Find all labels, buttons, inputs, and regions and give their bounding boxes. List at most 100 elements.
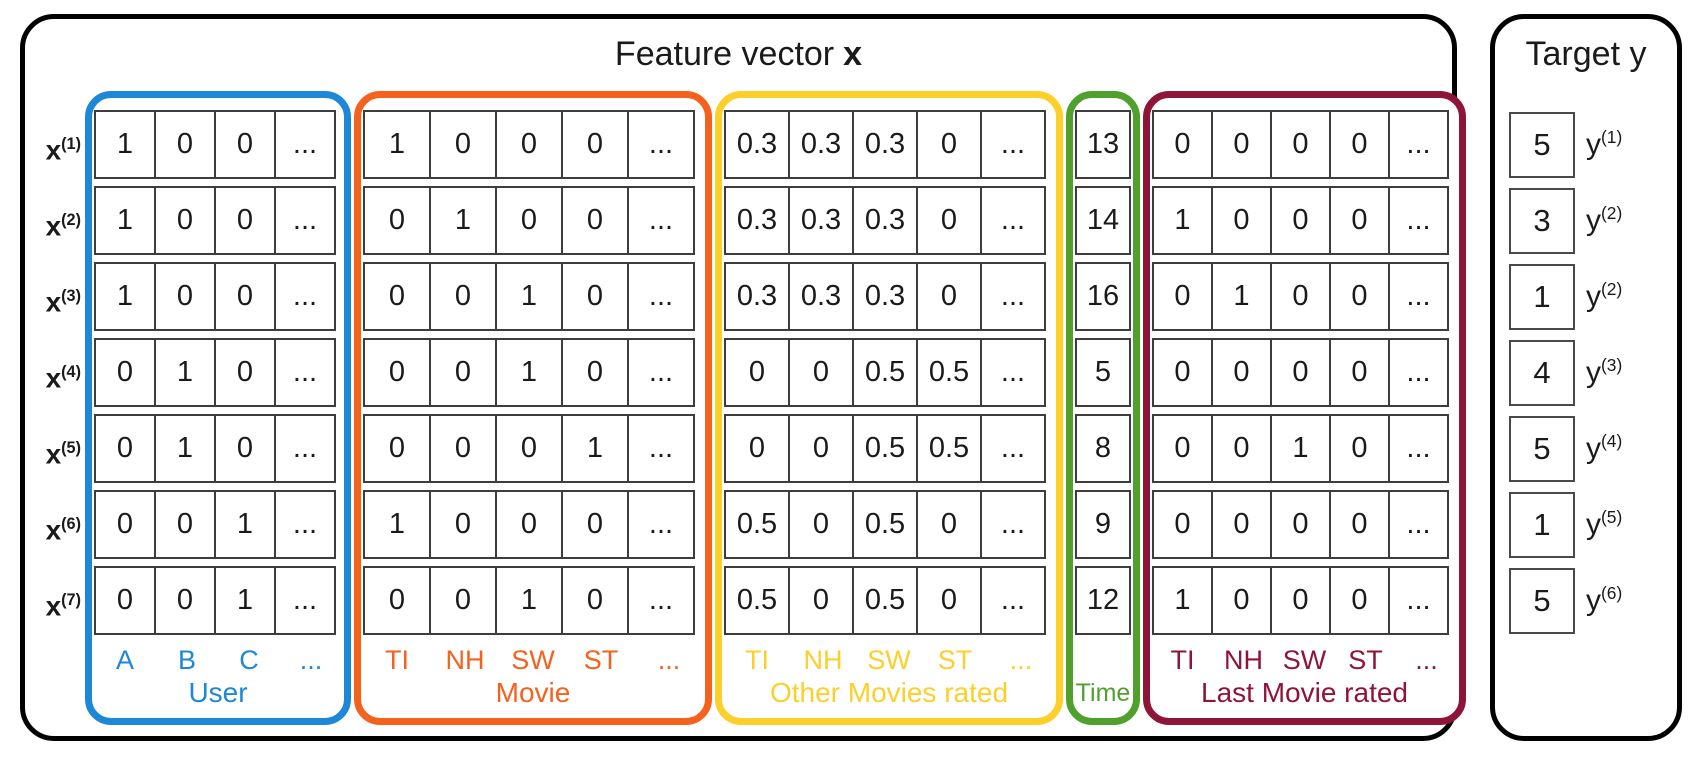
feature-cell: 0 [363,414,431,483]
feature-cell: 0 [154,262,216,331]
feature-cell: 0 [94,566,156,635]
column-label: NH [445,644,485,675]
target-value: 1 [1509,263,1575,330]
column-labels [1075,642,1131,678]
target-row: 1 y(2) [1509,262,1622,331]
group-name: Other Movies rated [769,677,1009,708]
feature-cell: ... [274,262,336,331]
feature-cell: 0 [1270,262,1331,331]
feature-cell: 0.3 [788,186,854,255]
feature-cell: 0 [1211,490,1272,559]
feature-cell: 0 [561,490,629,559]
feature-cell: 0 [1270,490,1331,559]
feature-cell: ... [627,110,695,179]
feature-cell: 1 [1270,414,1331,483]
feature-cell: 0 [561,566,629,635]
feature-cell: 0 [561,262,629,331]
feature-cell: 0.5 [916,414,982,483]
feature-cell: ... [980,338,1046,407]
feature-cell: 0 [1270,338,1331,407]
feature-cell: ... [1388,566,1449,635]
feature-cell: 0 [154,186,216,255]
target-label: y(2) [1586,279,1623,313]
feature-cell: 0.3 [852,186,918,255]
feature-cell: 0 [94,490,156,559]
feature-cell: ... [1388,110,1449,179]
feature-cell: ... [1388,338,1449,407]
row-label: x(6) [45,514,81,546]
target-value: 1 [1509,491,1575,558]
feature-row: 9 [1075,490,1131,559]
feature-cell: 0.3 [788,110,854,179]
feature-cell: 0 [1270,110,1331,179]
feature-cell: 1 [429,186,497,255]
feature-cell: 1 [495,262,563,331]
feature-cell: 0.5 [916,338,982,407]
feature-title-x: x [843,35,863,73]
feature-cell: ... [274,110,336,179]
group-name: Time [1075,679,1131,707]
feature-cell: 0 [429,262,497,331]
feature-cell: 0 [429,338,497,407]
feature-cell: 0.5 [724,490,790,559]
feature-cell: 12 [1075,566,1131,635]
feature-cell: 0.5 [724,566,790,635]
feature-cell: 0.5 [852,566,918,635]
feature-cell: 8 [1075,414,1131,483]
feature-cell: ... [274,414,336,483]
feature-cell: 0 [788,490,854,559]
feature-cell: 0.3 [724,110,790,179]
feature-cell: 0 [214,110,276,179]
feature-cell: ... [1388,414,1449,483]
feature-cell: 0 [429,566,497,635]
feature-cell: 1 [363,110,431,179]
feature-cell: 0 [561,338,629,407]
feature-cell: 0 [94,338,156,407]
feature-cell: 1 [495,338,563,407]
feature-cell: ... [980,490,1046,559]
feature-cell: 0 [214,338,276,407]
feature-cell: 0.5 [852,414,918,483]
feature-cell: ... [627,414,695,483]
row-label: x(1) [45,134,81,166]
feature-cell: 1 [495,566,563,635]
column-label: TI [1170,644,1195,675]
feature-cell: 0 [724,338,790,407]
feature-cell: ... [274,338,336,407]
feature-cell: 0 [916,490,982,559]
feature-cell: 0 [1329,490,1390,559]
feature-cell: ... [274,186,336,255]
target-label: y(4) [1586,431,1623,465]
column-label: NH [803,644,843,675]
feature-cell: 0 [1152,262,1213,331]
column-label: SW [1282,644,1327,675]
feature-cell: 0 [1329,414,1390,483]
feature-cell: 0 [1329,110,1390,179]
feature-cell: 0 [1329,338,1390,407]
feature-cell: 5 [1075,338,1131,407]
target-value: 5 [1509,567,1575,634]
feature-cell: 0 [154,490,216,559]
row-label: x(7) [45,590,81,622]
column-label: SW [867,644,911,675]
feature-cell: ... [980,110,1046,179]
feature-cell: 0 [1152,490,1213,559]
